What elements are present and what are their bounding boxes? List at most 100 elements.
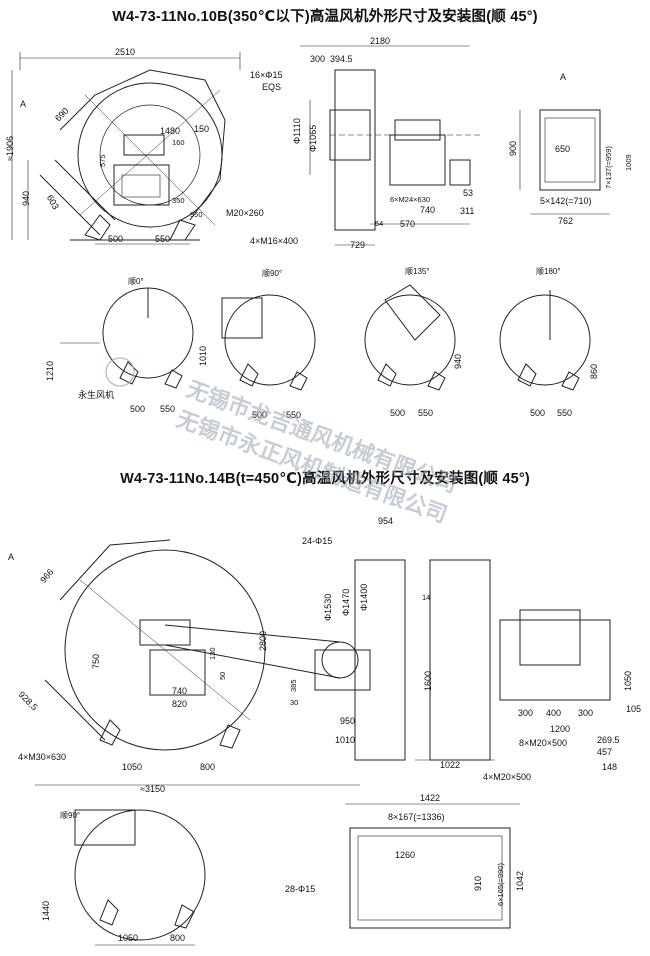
watermark: 永生风机 无锡市龙吉通风机械有限公司 无锡市永正风机制造有限公司	[78, 357, 461, 528]
dim-14: 14	[422, 593, 430, 602]
position-w2: 550	[160, 404, 175, 414]
position-label: 顺135°	[405, 267, 430, 276]
dim-1022: 1022	[440, 760, 460, 770]
holes-16: 16×Φ15	[250, 70, 282, 80]
position-label: 顺90°	[262, 269, 282, 278]
dim-394: 394.5	[330, 54, 353, 64]
position-0: 顺0° 1210 500 550	[45, 277, 194, 414]
dim-762: 762	[558, 216, 573, 226]
dim-5x142: 5×142(=710)	[540, 196, 592, 206]
dim-1260: 1260	[395, 850, 415, 860]
view-a-flange: A	[560, 72, 566, 82]
dim-954: 954	[378, 516, 393, 526]
top-front-view: 2510 ≈1906 940 A 690 1480 150 16	[5, 47, 264, 245]
dim-457: 457	[597, 747, 612, 757]
dim-820: 820	[172, 699, 187, 709]
position-label: 顺0°	[128, 277, 144, 286]
dim-550: 550	[155, 234, 170, 244]
dim-8x167: 8×167(=1336)	[388, 812, 445, 822]
dim-150: 150	[194, 124, 209, 134]
dim-300: 300	[310, 54, 325, 64]
dim-6x165: 6×165(=990)	[496, 863, 505, 906]
title-bottom: W4-73-11No.14B(t=450℃)高温风机外形尺寸及安装图(顺 45°…	[120, 471, 530, 487]
position-height: 1010	[198, 346, 208, 366]
dim-750: 750	[91, 654, 101, 669]
dim-1110: Φ1110	[292, 118, 302, 144]
m24-label: 6×M24×630	[390, 195, 430, 204]
position-w2: 550	[286, 410, 301, 420]
dim-1600: 1600	[423, 671, 433, 691]
dim-603: 603	[45, 193, 61, 211]
dim-1530: Φ1530	[323, 594, 333, 621]
position-w2: 550	[557, 408, 572, 418]
dim-148: 148	[602, 762, 617, 772]
view-a-top: A	[20, 99, 26, 109]
dim-966: 966	[38, 567, 55, 585]
dim-385: 385	[289, 679, 298, 692]
dim-1050: 1050	[122, 762, 142, 772]
position-w1: 500	[130, 404, 145, 414]
dim-900: 900	[508, 141, 518, 156]
position-135: 顺135° 940 500 550	[364, 267, 463, 418]
title-top: W4-73-11No.10B(350℃以下)高温风机外形尺寸及安装图(顺 45°…	[112, 9, 538, 25]
position-w2: 800	[170, 933, 185, 943]
holes-24: 24-Φ15	[302, 536, 332, 546]
bolt-m30: 4×M30×630	[18, 752, 66, 762]
dim-1200: 1200	[550, 724, 570, 734]
dim-300b: 300	[578, 708, 593, 718]
dim-50: 50	[218, 672, 227, 680]
dim-53: 53	[463, 188, 473, 198]
position-w1: 500	[252, 410, 267, 420]
dim-160: 160	[172, 138, 185, 147]
dim-2180: 2180	[370, 36, 390, 46]
position-height: 860	[589, 364, 599, 379]
dim-1906: ≈1906	[5, 136, 15, 161]
position-180: 顺180° 860 500 550	[499, 267, 599, 418]
dim-940: 940	[21, 191, 31, 206]
bottom-flange-view: 1422 8×167(=1336) 1260 6×165(=990) 910 1…	[285, 793, 525, 929]
dim-575: 575	[98, 154, 107, 167]
dim-1042: 1042	[515, 871, 525, 891]
bolt-m20: M20×260	[226, 208, 264, 218]
dim-54: 54	[375, 219, 383, 228]
dim-130: 130	[208, 647, 217, 660]
logo-icon	[105, 357, 135, 387]
eqs-label: EQS	[262, 82, 281, 92]
dim-300a: 300	[518, 708, 533, 718]
dim-928: 928.5	[17, 689, 40, 712]
dim-400: 400	[546, 708, 561, 718]
dim-500: 500	[108, 234, 123, 244]
logo-text: 永生风机	[78, 389, 114, 400]
dim-2510: 2510	[115, 47, 135, 57]
dim-910: 910	[473, 876, 483, 891]
position-w1: 1050	[118, 933, 138, 943]
dim-950: 950	[340, 716, 355, 726]
dim-3150: ≈3150	[140, 784, 165, 794]
dim-105: 105	[626, 704, 641, 714]
bottom-position-90: 顺90° 1440 1050 800	[41, 809, 206, 946]
dim-650: 650	[555, 144, 570, 154]
position-height: 1440	[41, 901, 51, 921]
dim-269: 269.5	[597, 735, 620, 745]
bolt-8m20: 8×M20×500	[519, 738, 567, 748]
dim-950: 950	[190, 210, 203, 219]
dim-311: 311	[460, 206, 474, 216]
bolt-m20-500: 4×M20×500	[483, 772, 531, 782]
dim-1065: Φ1065	[308, 125, 318, 152]
position-views: 顺0° 1210 500 550 顺90° 1010 500 550 顺135°	[45, 267, 599, 420]
dim-1050: 1050	[623, 671, 633, 691]
dim-1400: Φ1400	[359, 584, 369, 611]
view-a-bottom: A	[8, 552, 14, 562]
dim-350: 350	[172, 196, 185, 205]
top-flange-view: A 900 650 7×137(=959) 1009 5×142(=710) 7…	[508, 72, 633, 226]
bottom-side-view: 954 24-Φ15 Φ1530 Φ1470 Φ1400 14 1600 105…	[302, 516, 641, 782]
position-label: 顺90°	[60, 811, 80, 820]
dim-690: 690	[53, 106, 71, 124]
dim-740: 740	[420, 205, 435, 215]
dim-2800: 2800	[258, 631, 268, 651]
dim-1480: 1480	[160, 126, 180, 136]
dim-800: 800	[200, 762, 215, 772]
dim-740: 740	[172, 686, 187, 696]
